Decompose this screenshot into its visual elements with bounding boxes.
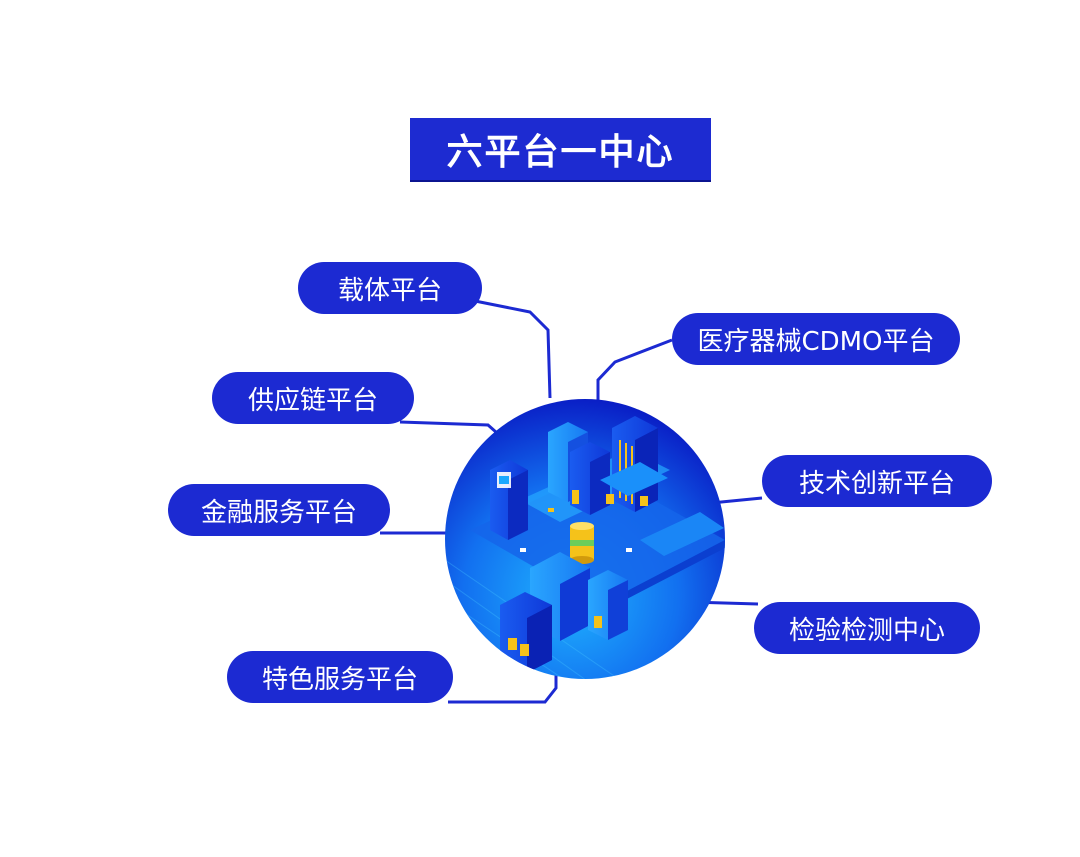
cdmo-tower [600,416,668,512]
city-illustration [445,399,725,679]
pill-finance-service-platform[interactable]: 金融服务平台 [168,484,390,536]
pill-carrier-platform[interactable]: 载体平台 [298,262,482,314]
connector-medical-cdmo [596,338,673,408]
center-cylinder [570,522,594,564]
pill-feature-service-platform[interactable]: 特色服务平台 [227,651,453,703]
pill-tech-innovation-platform[interactable]: 技术创新平台 [762,455,992,507]
carrier-buildings [548,422,610,515]
connector-carrier [469,298,552,399]
pill-medical-cdmo-platform[interactable]: 医疗器械CDMO平台 [672,313,960,365]
supply-chain-building [490,460,528,540]
feature-buildings [500,592,552,673]
pill-inspection-center[interactable]: 检验检测中心 [754,602,980,654]
pill-supply-chain-platform[interactable]: 供应链平台 [212,372,414,424]
page-title: 六平台一中心 [410,118,711,180]
